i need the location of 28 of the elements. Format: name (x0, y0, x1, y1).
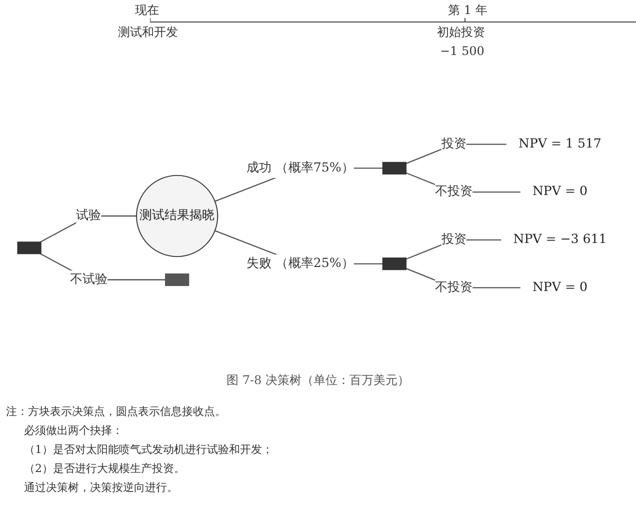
cash-flow-value: −1 500 (440, 44, 484, 58)
note-text: 必须做出两个抉择： (23, 423, 124, 439)
node-bar (165, 273, 190, 286)
node-text: NPV = 0 (532, 184, 588, 200)
time-label: 现在 (135, 2, 159, 19)
node-box (17, 242, 42, 254)
figure-caption: 图 7-8 决策树（单位：百万美元） (226, 373, 410, 387)
node-circle: 测试结果揭晓 (136, 174, 218, 258)
edge-label: 投资 (441, 136, 466, 152)
edge-label: 不投资 (434, 280, 473, 295)
note-text: （1）是否对太阳能喷气式发动机进行试验和开发； (23, 442, 273, 458)
edge-label: 投资 (441, 232, 466, 247)
note-text: 通过决策树，决策按逆向进行。 (23, 480, 179, 496)
time-label: 第 1 年 (448, 2, 488, 19)
phase-label: 测试和开发 (118, 24, 178, 41)
node-box (382, 162, 406, 174)
edge-label: 不投资 (434, 184, 473, 200)
note-text: 注：方块表示决策点，圆点表示信息接收点。 (6, 404, 227, 420)
edge-label: 成功 （概率75%） (246, 160, 354, 176)
node-text: NPV = 0 (532, 280, 588, 295)
edge-label: 不试验 (70, 272, 108, 287)
node-text: NPV = −3 611 (513, 232, 607, 247)
edge-label: 试验 (76, 208, 102, 223)
phase-label: 初始投资 (437, 24, 485, 41)
note-text: （2）是否进行大规模生产投资。 (23, 461, 186, 477)
node-text: NPV = 1 517 (518, 136, 602, 152)
edge-label: 失败 （概率25%） (246, 256, 354, 271)
node-box (382, 258, 406, 270)
